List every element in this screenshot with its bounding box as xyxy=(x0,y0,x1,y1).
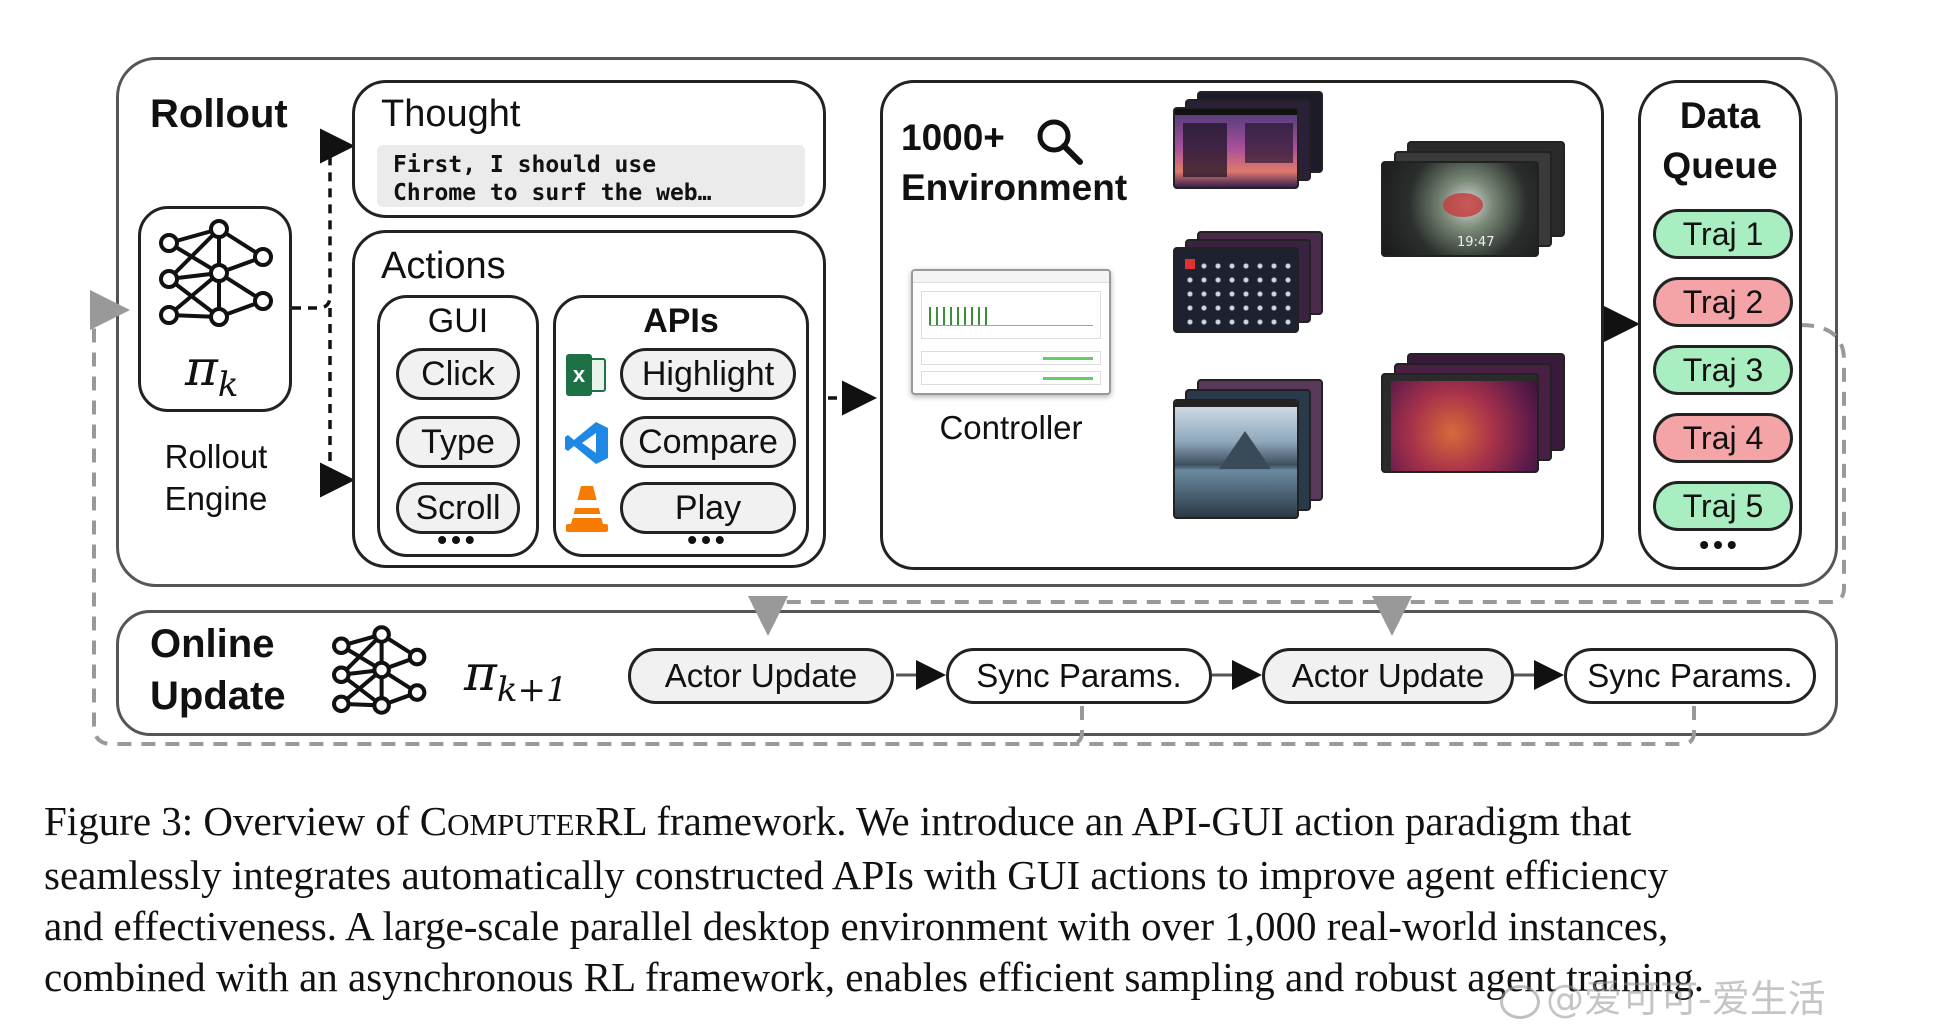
online-update-title-line1: Online xyxy=(150,622,275,666)
rollout-title: Rollout xyxy=(150,92,288,136)
data-queue-more: ••• xyxy=(1699,529,1741,560)
apis-title: APIs xyxy=(643,302,719,340)
vscode-icon xyxy=(565,422,608,464)
caption-name-smallcaps: OMPUTER xyxy=(447,807,596,842)
thought-title: Thought xyxy=(381,93,521,135)
excel-icon: x xyxy=(566,354,608,396)
controller-screenshot xyxy=(911,269,1111,395)
caption-line-4: combined with an asynchronous RL framewo… xyxy=(44,954,1705,1000)
thought-text-line1: First, I should use xyxy=(393,152,657,178)
traj-item-3: Traj 3 xyxy=(1653,345,1793,395)
online-update-title: Online Update xyxy=(150,618,286,722)
engine-to-thought-arrow xyxy=(292,128,355,310)
sync-params-step-2: Sync Params. xyxy=(1564,648,1816,704)
environment-title-line2: Environment xyxy=(901,167,1128,208)
rollout-engine-label: Rollout Engine xyxy=(140,436,292,520)
neural-network-icon xyxy=(159,219,273,327)
caption-line-2: seamlessly integrates automatically cons… xyxy=(44,852,1668,898)
thought-text-line2: Chrome to surf the web… xyxy=(393,180,712,206)
traj-item-4: Traj 4 xyxy=(1653,413,1793,463)
neural-network-icon-updated xyxy=(332,625,427,715)
env-screenshot-3 xyxy=(1173,231,1323,333)
weibo-icon xyxy=(1500,984,1540,1019)
sync-to-rollout-loop xyxy=(90,290,1084,746)
controller-label: Controller xyxy=(939,409,1083,446)
api-highlight-pill: Highlight xyxy=(620,348,796,400)
environment-box: 1000+ Environment Controller 19:47 xyxy=(880,80,1604,570)
policy-pi-k-plus-1: πk+1 xyxy=(464,644,568,710)
figure-caption: Figure 3: Overview of COMPUTERRL framewo… xyxy=(44,796,1904,1003)
policy-subscript-updated: k+1 xyxy=(496,670,568,710)
rollout-engine-label-line2: Engine xyxy=(164,480,268,517)
env-screenshot-4 xyxy=(1381,353,1565,475)
actor-update-step-1: Actor Update xyxy=(628,648,894,704)
policy-symbol-updated: π xyxy=(464,644,497,702)
gui-box: GUI Click Type Scroll ••• xyxy=(377,295,539,557)
policy-subscript: k xyxy=(217,365,239,405)
caption-name-rl: RL xyxy=(595,798,647,844)
traj-item-5: Traj 5 xyxy=(1653,481,1793,531)
traj-item-1: Traj 1 xyxy=(1653,209,1793,259)
gui-title: GUI xyxy=(427,302,489,340)
caption-prefix: Figure 3: Overview of xyxy=(44,798,420,844)
data-queue-box: Data Queue Traj 1 Traj 2 Traj 3 Traj 4 T… xyxy=(1638,80,1802,570)
thought-box: Thought First, I should use Chrome to su… xyxy=(352,80,826,218)
gui-click-pill: Click xyxy=(396,348,520,400)
sync2-to-rollout-loop xyxy=(1070,706,1696,746)
api-compare-pill: Compare xyxy=(620,416,796,468)
policy-pi-k: πk xyxy=(185,339,238,405)
env-screenshot-1 xyxy=(1173,91,1323,189)
rollout-engine-box: πk xyxy=(138,206,292,412)
apis-more: ••• xyxy=(687,524,729,555)
caption-line-1: Figure 3: Overview of COMPUTERRL framewo… xyxy=(44,796,1904,850)
gui-scroll-pill: Scroll xyxy=(396,482,520,534)
actions-title: Actions xyxy=(381,245,506,287)
engine-to-actions-arrow xyxy=(320,308,355,498)
watermark: @爱可可-爱生活 xyxy=(1500,968,1826,1023)
vlc-icon xyxy=(566,486,608,532)
env-screenshot-2: 19:47 xyxy=(1381,141,1565,259)
caption-name-cap-c: C xyxy=(419,798,448,844)
gui-type-pill: Type xyxy=(396,416,520,468)
sync-params-step-1: Sync Params. xyxy=(946,648,1212,704)
traj-item-2: Traj 2 xyxy=(1653,277,1793,327)
rollout-engine-label-line1: Rollout xyxy=(164,438,268,475)
data-queue-title: Data Queue xyxy=(1641,91,1799,191)
queue-to-update-loop xyxy=(748,323,1846,636)
magnifier-icon xyxy=(1037,119,1083,165)
environment-title: 1000+ Environment xyxy=(901,113,1127,213)
watermark-text: @爱可可-爱生活 xyxy=(1546,977,1826,1021)
environment-title-line1: 1000+ xyxy=(901,117,1005,158)
env-screenshot-5 xyxy=(1173,379,1323,521)
thought-text-box: First, I should use Chrome to surf the w… xyxy=(377,145,805,207)
actor-update-step-2: Actor Update xyxy=(1262,648,1514,704)
gui-more: ••• xyxy=(437,524,479,555)
caption-rest-line1: framework. We introduce an API-GUI actio… xyxy=(646,798,1632,844)
policy-symbol: π xyxy=(185,339,218,397)
api-play-pill: Play xyxy=(620,482,796,534)
online-update-title-line2: Update xyxy=(150,674,286,718)
apis-box: APIs x Highlight Compare Play ••• xyxy=(553,295,809,557)
caption-line-3: and effectiveness. A large-scale paralle… xyxy=(44,903,1669,949)
data-queue-title-line1: Data xyxy=(1679,95,1761,136)
data-queue-title-line2: Queue xyxy=(1662,145,1778,186)
actions-box: Actions GUI Click Type Scroll ••• APIs x… xyxy=(352,230,826,568)
